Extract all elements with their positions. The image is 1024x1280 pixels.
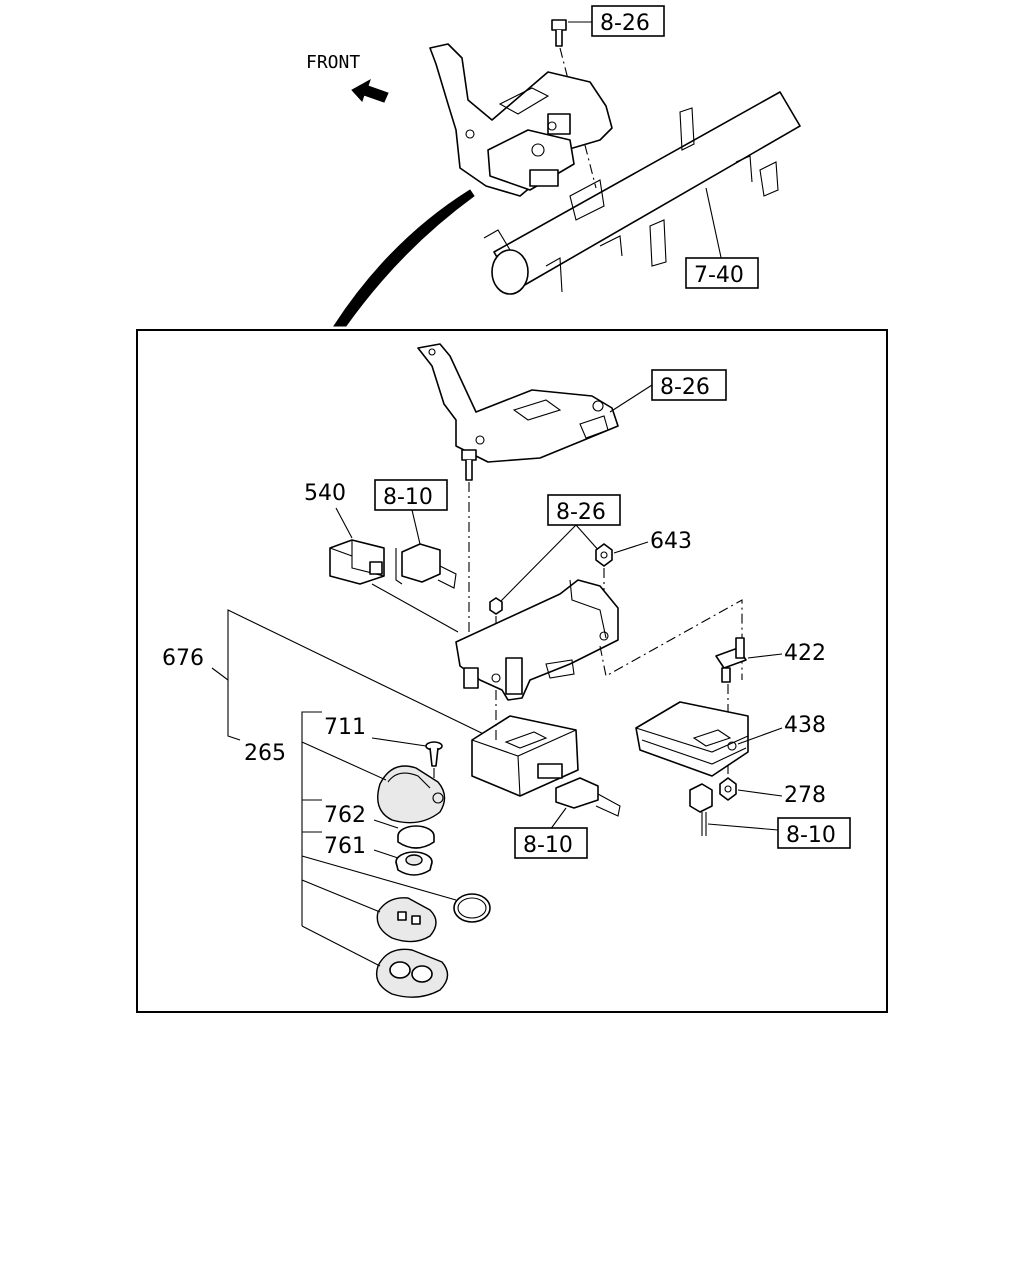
label-265: 265 xyxy=(244,741,286,766)
leader-540 xyxy=(335,507,353,539)
leader-676-lower xyxy=(227,680,241,741)
leader-8-10-module xyxy=(549,807,567,831)
label-676: 676 xyxy=(162,646,204,671)
leader-8-26-bracket xyxy=(609,384,653,413)
detail-callout-arrow xyxy=(333,189,475,327)
connector-8-10 xyxy=(401,543,457,589)
leader-676 xyxy=(211,609,497,741)
leader-8-26-bolt-b xyxy=(575,524,601,553)
ref-box-8-26-bracket: 8-26 xyxy=(651,369,727,401)
ref-box-8-26-top: 8-26 xyxy=(591,5,665,37)
front-arrow-icon xyxy=(351,78,389,103)
leader-7-40 xyxy=(705,187,723,263)
label-643: 643 xyxy=(650,529,692,554)
leader-761 xyxy=(373,849,399,859)
small-bolt xyxy=(489,597,503,615)
part-422-clip xyxy=(715,637,747,683)
leader-438 xyxy=(737,727,783,745)
ref-7-40: 7-40 xyxy=(694,263,744,288)
label-422: 422 xyxy=(784,641,826,666)
leader-422 xyxy=(747,653,783,659)
leader-278 xyxy=(737,789,783,797)
key-fob-lower-shell xyxy=(375,948,449,998)
part-438-module xyxy=(635,701,749,777)
leader-8-10-connector xyxy=(411,509,421,545)
dashed-frame-line xyxy=(599,599,743,680)
ref-8-26-bolts: 8-26 xyxy=(556,500,606,525)
bracket-bolt xyxy=(461,449,477,481)
label-278: 278 xyxy=(784,783,826,808)
control-module xyxy=(471,715,579,797)
leader-643 xyxy=(613,541,649,554)
ref-8-10-module: 8-10 xyxy=(523,833,573,858)
key-fob-upper-shell xyxy=(377,765,446,824)
ref-box-8-10-module: 8-10 xyxy=(514,827,588,859)
top-bolt-axis xyxy=(559,47,597,189)
label-540: 540 xyxy=(304,481,346,506)
upper-bracket xyxy=(417,343,619,463)
part-540-relay xyxy=(329,539,385,585)
key-fob-middle-shell xyxy=(376,897,437,943)
label-762: 762 xyxy=(324,803,366,828)
detail-frame xyxy=(136,329,888,1013)
top-bracket-assembly xyxy=(429,43,613,197)
ref-8-10-sensor: 8-10 xyxy=(786,823,836,848)
ref-box-8-26-bolts: 8-26 xyxy=(547,494,621,526)
part-643-nut xyxy=(595,543,613,567)
leader-upper-shell xyxy=(301,741,387,781)
bracket-265-top xyxy=(301,711,322,760)
lower-mounting-bracket xyxy=(455,579,619,701)
front-label: FRONT xyxy=(306,52,360,73)
front-indicator: FRONT xyxy=(306,52,389,103)
ref-box-8-10-sensor: 8-10 xyxy=(777,817,851,849)
ref-8-26-bracket: 8-26 xyxy=(660,375,710,400)
connector-bracket-line xyxy=(395,548,403,585)
leader-lower-shell xyxy=(301,925,381,967)
ref-box-8-10-connector: 8-10 xyxy=(374,479,448,511)
module-harness-connector xyxy=(555,777,621,817)
ref-8-26-top: 8-26 xyxy=(600,11,650,36)
part-278-nut xyxy=(719,777,737,801)
leader-8-10-sensor xyxy=(707,823,779,831)
leader-8-26-bolt-a xyxy=(499,524,577,603)
relay-harness-line xyxy=(371,583,459,633)
sensor-connector xyxy=(689,783,713,836)
leader-711 xyxy=(371,737,427,747)
label-761: 761 xyxy=(324,834,366,859)
leader-762 xyxy=(373,819,399,829)
label-438: 438 xyxy=(784,713,826,738)
o-ring xyxy=(453,893,491,923)
part-762-battery xyxy=(397,825,435,849)
part-761-holder xyxy=(395,851,433,876)
leader-middle-shell xyxy=(301,879,381,913)
leader-o-ring xyxy=(301,855,457,901)
part-711-screw xyxy=(425,741,443,767)
cross-car-beam xyxy=(483,91,801,295)
top-bolt xyxy=(551,19,567,47)
ref-box-7-40: 7-40 xyxy=(685,257,759,289)
ref-8-10-connector: 8-10 xyxy=(383,485,433,510)
label-711: 711 xyxy=(324,715,366,740)
